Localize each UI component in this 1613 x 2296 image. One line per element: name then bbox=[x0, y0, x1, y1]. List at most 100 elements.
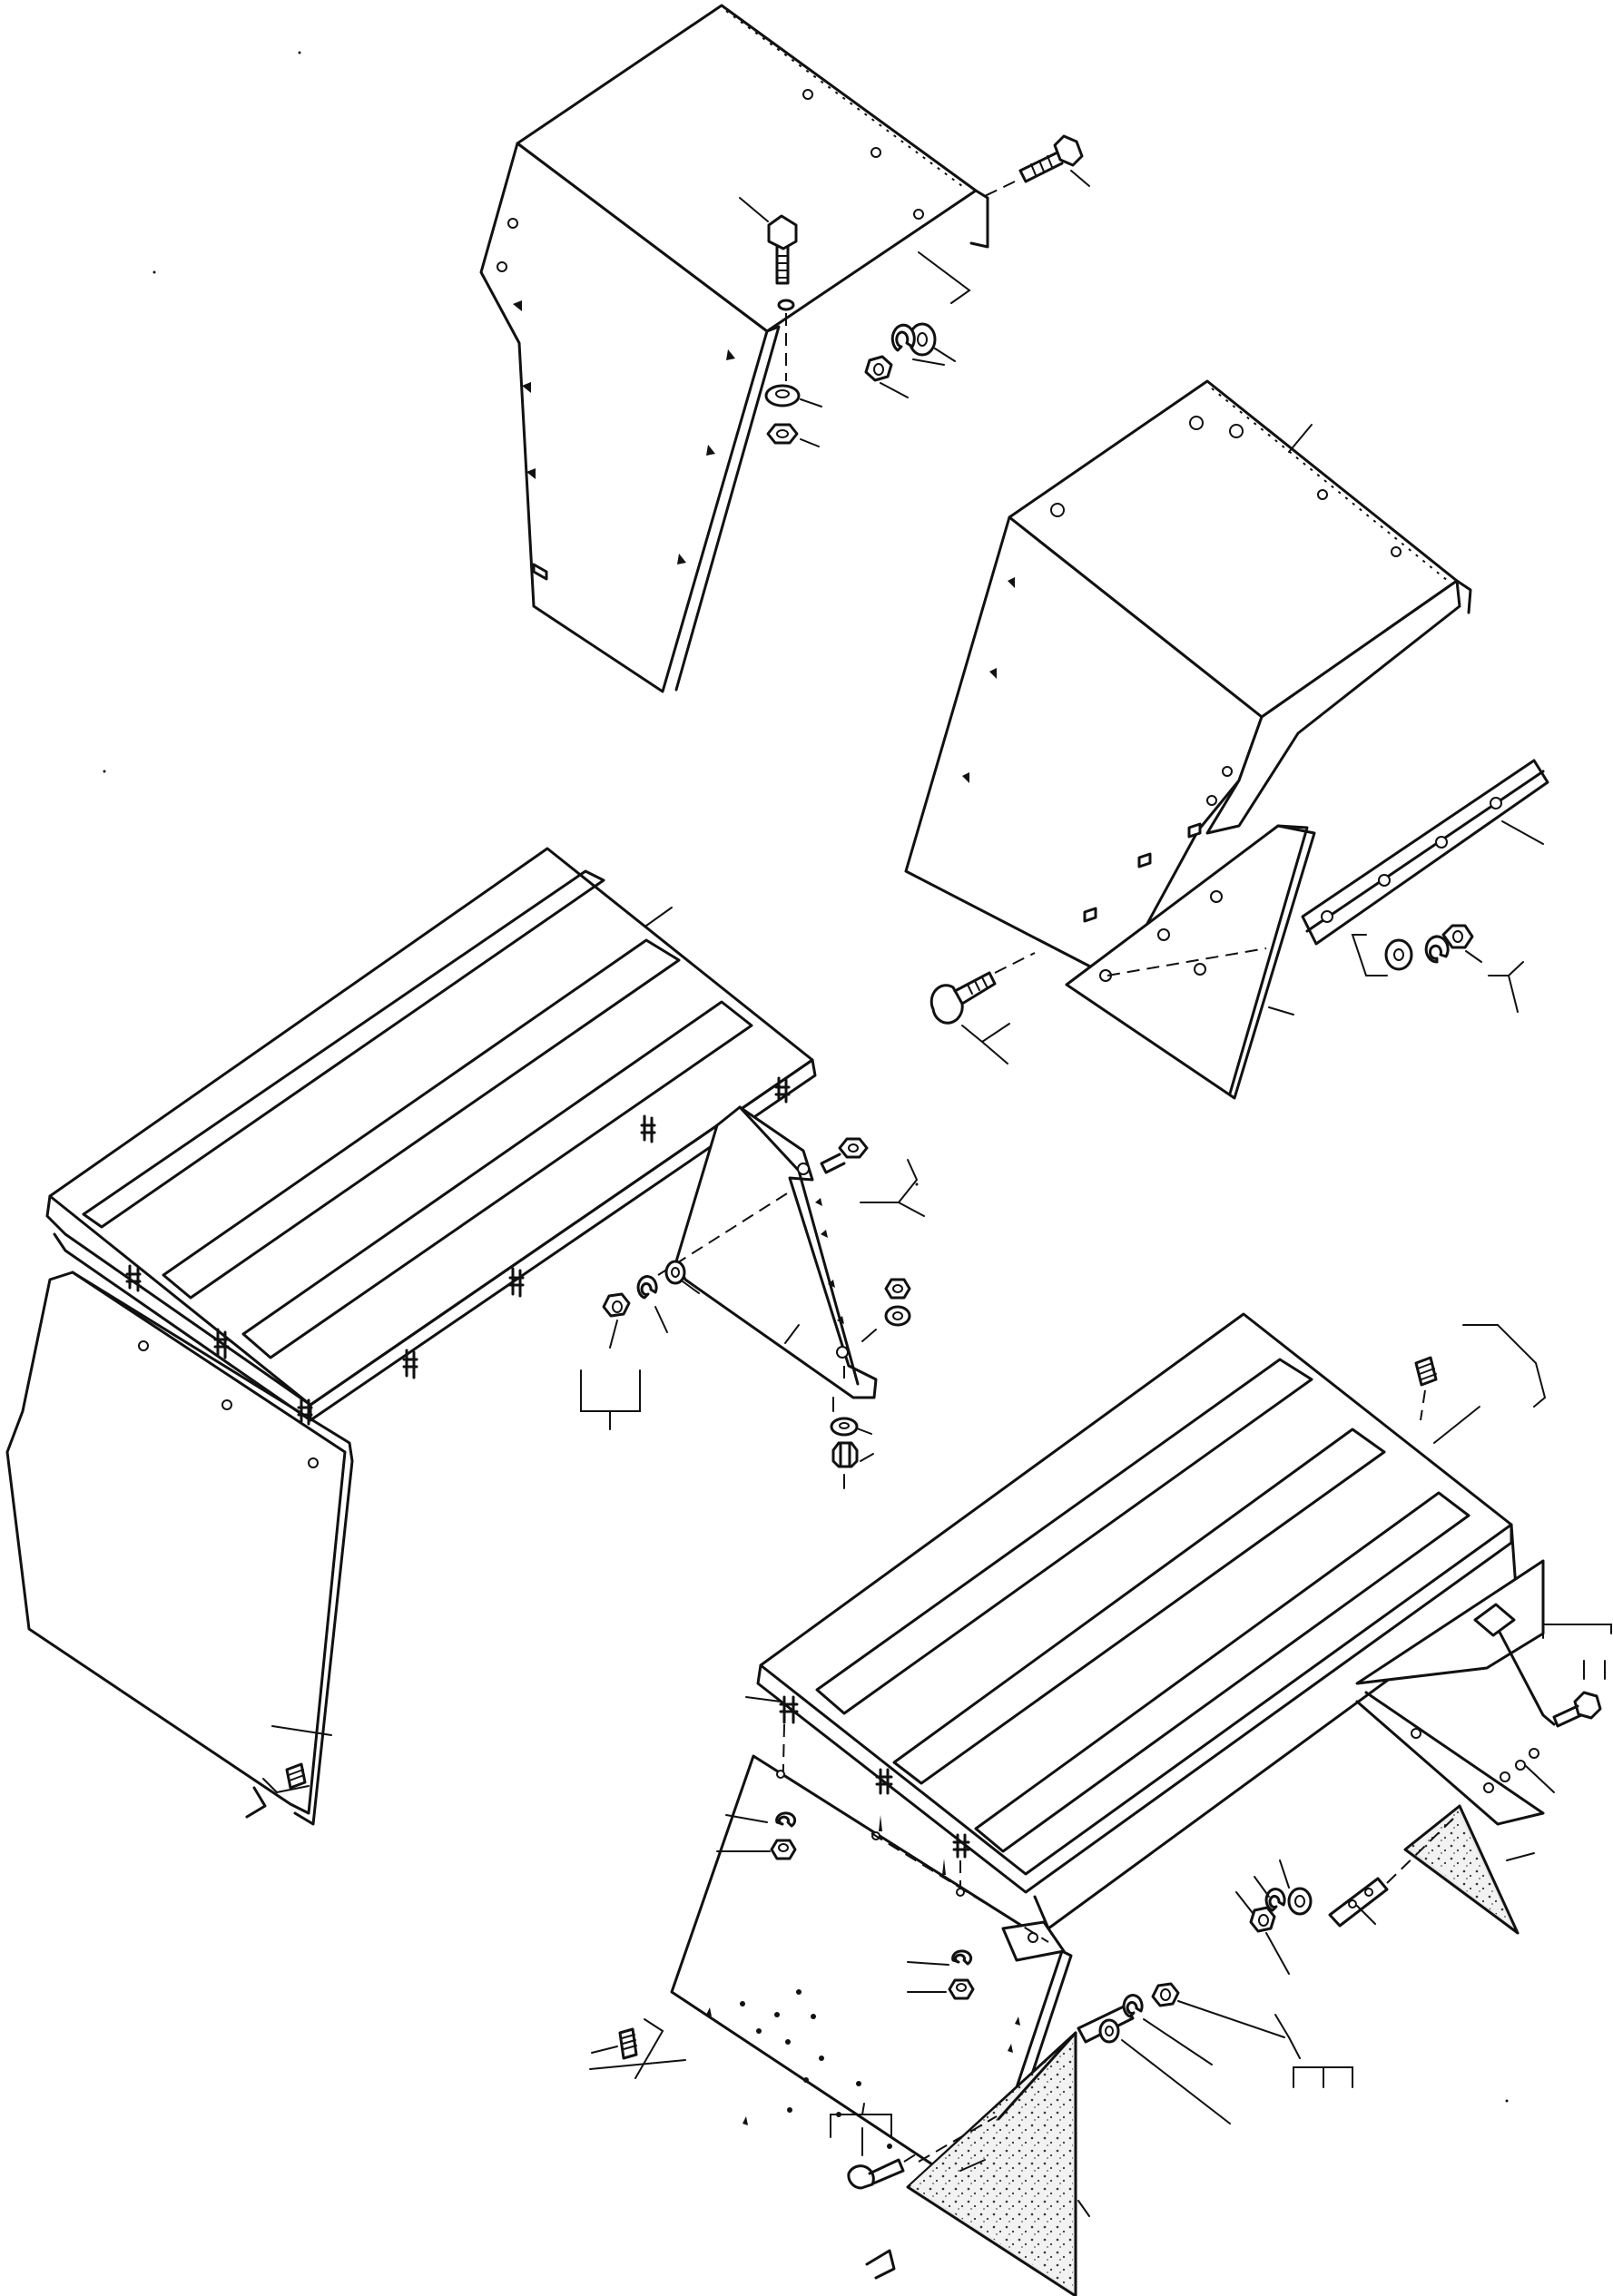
bolt-axis-line bbox=[918, 2115, 998, 2163]
mount-hole bbox=[913, 209, 924, 220]
mount-hole bbox=[1157, 928, 1170, 941]
leader-line bbox=[784, 1324, 800, 1344]
bolt-shank bbox=[775, 245, 790, 285]
mount-hole bbox=[1210, 890, 1223, 903]
bolt-thread bbox=[776, 255, 789, 279]
upper-left-fender bbox=[479, 4, 1090, 693]
nut-hole bbox=[778, 1843, 789, 1852]
lock-washer-icon bbox=[1424, 935, 1450, 964]
nut-hole bbox=[1452, 930, 1463, 943]
leader-line bbox=[682, 1280, 700, 1294]
leader-line bbox=[1465, 950, 1482, 963]
bracket-leader bbox=[1542, 1624, 1612, 1639]
bracket-leader bbox=[580, 1369, 641, 1430]
stud-icon bbox=[618, 2027, 638, 2060]
fender-hidden-edge bbox=[725, 10, 963, 187]
leader-line bbox=[800, 438, 820, 447]
leader-line bbox=[609, 1320, 618, 1349]
stud-thread bbox=[288, 1769, 305, 1781]
clip-mark bbox=[989, 668, 997, 679]
mount-hole bbox=[308, 1457, 319, 1468]
panel-fold bbox=[71, 1271, 354, 1826]
bracket-leader bbox=[1462, 1324, 1547, 1408]
mount-hole bbox=[1028, 1932, 1038, 1943]
leader-line bbox=[1265, 1932, 1290, 1975]
bolt-axis-line bbox=[903, 2152, 920, 2163]
leader-line bbox=[961, 1023, 1010, 1065]
stud-icon bbox=[952, 1833, 970, 1859]
leader-line bbox=[745, 1696, 782, 1702]
hex-bolt-icon bbox=[767, 214, 798, 250]
tread-rib bbox=[815, 1358, 1313, 1715]
stud-icon bbox=[640, 1114, 656, 1143]
clip-mark bbox=[526, 468, 536, 479]
washer-hole bbox=[892, 1311, 903, 1320]
bolt-shank bbox=[953, 971, 997, 1006]
lock-washer-icon bbox=[636, 1275, 658, 1300]
bolt-thread bbox=[1030, 155, 1053, 176]
stud-thread bbox=[621, 2034, 637, 2050]
leader-line bbox=[1070, 170, 1090, 187]
slot-mark bbox=[1083, 822, 1202, 923]
washer-hole bbox=[775, 389, 790, 398]
mount-hole bbox=[1317, 489, 1328, 500]
upper-right-fender bbox=[904, 379, 1549, 1100]
mount-hole bbox=[797, 1163, 810, 1175]
leader-line bbox=[861, 1329, 877, 1342]
mount-hole bbox=[1391, 546, 1402, 557]
mount-hole bbox=[1378, 874, 1391, 887]
tread-front-lip bbox=[309, 1058, 817, 1422]
stud-icon bbox=[402, 1349, 418, 1379]
leader-line bbox=[262, 1778, 310, 1793]
leader-line bbox=[1235, 1859, 1290, 1914]
tread-rib bbox=[974, 1491, 1470, 1853]
fender-lower-face bbox=[1205, 579, 1461, 835]
mount-hole bbox=[221, 1399, 232, 1410]
leader-line bbox=[739, 197, 769, 222]
leader-line bbox=[589, 2059, 686, 2070]
panel-tab bbox=[245, 1786, 267, 1819]
gusset-strap bbox=[1328, 1877, 1389, 1928]
nut-hole bbox=[612, 1300, 623, 1313]
lock-washer-icon bbox=[1122, 1994, 1144, 2018]
bracket-leader bbox=[1351, 934, 1388, 976]
mount-hole bbox=[1222, 766, 1233, 777]
nut-hole bbox=[956, 1983, 967, 1992]
fender-edge-fold bbox=[674, 325, 781, 692]
clip-mark bbox=[706, 445, 715, 456]
mount-hole bbox=[1348, 1899, 1357, 1908]
tread-rib bbox=[241, 1000, 753, 1359]
right-step-platform bbox=[589, 1312, 1612, 2296]
leader-line bbox=[725, 1814, 768, 1823]
frame-rail bbox=[1355, 1691, 1545, 1826]
tread-rib bbox=[162, 938, 681, 1300]
leader-line bbox=[800, 398, 822, 407]
nut-hole bbox=[892, 1284, 903, 1293]
leader-line bbox=[1356, 1905, 1376, 1925]
bolt-shank bbox=[868, 2158, 905, 2185]
gusset-plate-fill bbox=[1410, 1810, 1511, 1926]
leader-line bbox=[1506, 1852, 1535, 1861]
tread-rib bbox=[82, 869, 605, 1229]
bracket-leader bbox=[1488, 961, 1524, 1013]
mount-hole bbox=[836, 1346, 849, 1359]
leader-line bbox=[654, 1306, 668, 1333]
bolt-shank bbox=[820, 1153, 846, 1174]
mount-hole bbox=[497, 261, 507, 272]
left-step-platform bbox=[5, 847, 925, 1826]
mount-hole bbox=[1194, 963, 1206, 976]
bracket-leader bbox=[860, 1159, 919, 1203]
clip-mark bbox=[726, 349, 735, 360]
stud-icon bbox=[508, 1267, 525, 1298]
stud-icon bbox=[213, 1328, 230, 1359]
lock-washer-icon bbox=[890, 323, 916, 352]
clip-mark bbox=[962, 772, 969, 783]
stud-icon bbox=[297, 1396, 313, 1426]
mount-hole bbox=[870, 147, 881, 158]
leader-line bbox=[880, 348, 956, 398]
nut-hole bbox=[1160, 1988, 1171, 2001]
leader-line bbox=[907, 1961, 949, 1993]
mount-hole bbox=[138, 1340, 149, 1351]
mount-hole bbox=[1206, 795, 1217, 806]
leader-line bbox=[1288, 424, 1313, 453]
